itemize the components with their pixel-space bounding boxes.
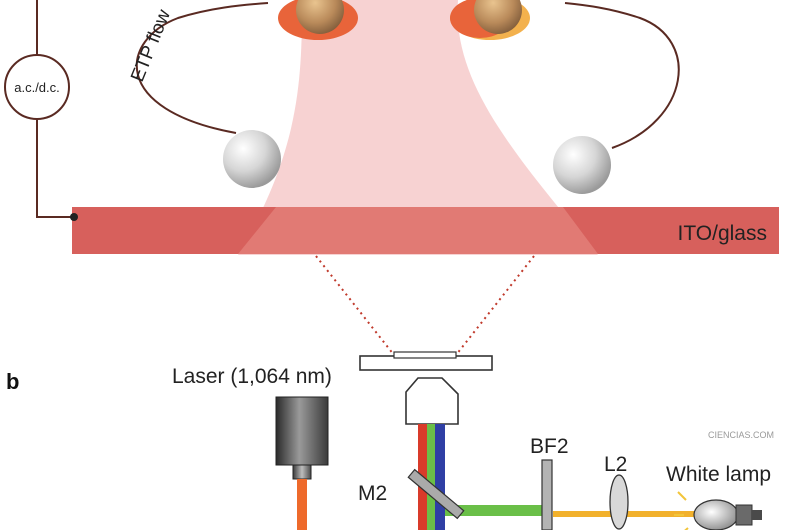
sphere-left [223,130,281,188]
beam-orange [297,479,307,530]
beam-green [427,424,435,530]
circuit-node [70,213,78,221]
objective-lens [405,377,459,425]
white-lamp-label: White lamp [666,463,771,486]
etp-flow-label: ETP flow [127,7,175,85]
circuit-wire [36,0,74,218]
beam-green-horizontal [445,505,543,516]
projection-line-left [315,255,395,356]
filter-bf2 [541,459,553,530]
sphere-right [553,136,611,194]
m2-label: M2 [358,482,387,505]
l2-label: L2 [604,453,627,476]
watermark: CIENCIAS.COM [708,430,774,440]
laser-head [275,396,329,466]
bf2-label: BF2 [530,435,569,458]
mirror-m2 [407,468,465,520]
sample-cell [393,351,457,359]
white-lamp [674,491,762,530]
cone-overlap [238,207,598,254]
lens-l2 [609,474,629,530]
substrate-label: ITO/glass [678,222,767,245]
gold-particle-right [450,0,530,40]
ac-dc-source [4,54,70,120]
projection-line-right [455,255,535,356]
laser-cone [238,0,598,255]
gold-particle-left [278,0,358,40]
etp-flow-arrow-right [564,2,680,149]
laser-label: Laser (1,064 nm) [172,365,332,388]
panel-b-label: b [6,369,19,394]
ac-dc-label: a.c./d.c. [14,80,60,95]
laser-aperture [292,464,312,480]
etp-flow-arrow-left [135,2,269,134]
beam-blue [435,424,445,530]
beam-yellow-horizontal [553,511,705,517]
